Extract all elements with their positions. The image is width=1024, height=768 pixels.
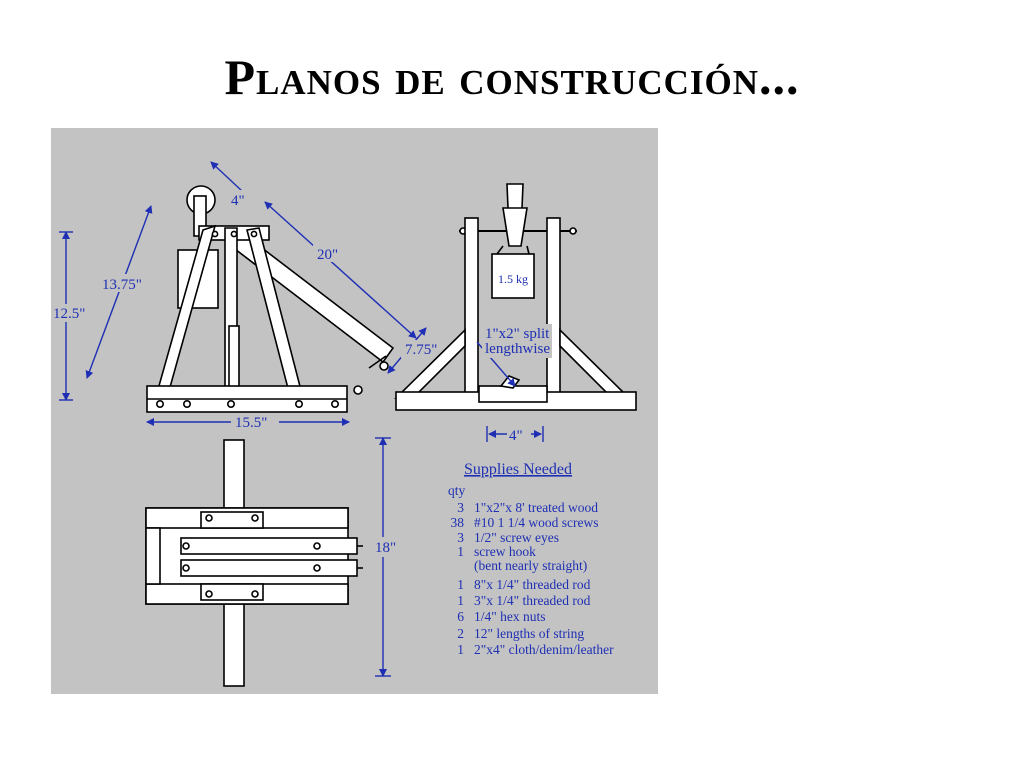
slide-title: Planos de construcción... — [224, 49, 800, 105]
supply-desc: 1/4" hex nuts — [474, 609, 546, 624]
sling-ring — [379, 361, 389, 371]
supply-desc: 3"x 1/4" threaded rod — [474, 593, 591, 608]
supply-desc: 12" lengths of string — [474, 626, 584, 641]
dim-top-length: 18" — [375, 540, 396, 556]
front-counterweight — [491, 253, 535, 299]
supply-qty: 1 — [457, 593, 464, 608]
dim-front-gap: 4" — [509, 428, 523, 444]
supply-qty: 6 — [457, 609, 464, 624]
front-weight-label: 1.5 kg — [498, 272, 528, 286]
front-left-post — [464, 217, 479, 405]
dim-leg-length: 13.75" — [102, 277, 142, 293]
supply-desc: 2"x4" cloth/denim/leather — [474, 642, 614, 657]
supplies-qty-header: qty — [448, 483, 466, 498]
dim-base-width: 15.5" — [235, 415, 267, 431]
supply-qty: 3 — [457, 530, 464, 545]
front-view — [394, 183, 637, 411]
dim-arm-length: 20" — [317, 247, 338, 263]
front-right-post — [546, 217, 561, 405]
split-note-line2: lengthwise — [485, 341, 550, 357]
supplies-heading: Supplies Needed — [464, 461, 572, 478]
supplies-list: Supplies Needed qty 3 1"x2"x 8' treated … — [448, 461, 614, 657]
supply-desc: 8"x 1/4" threaded rod — [474, 577, 591, 592]
dim-height: 12.5" — [53, 306, 85, 322]
supply-qty: 1 — [457, 544, 464, 559]
supply-qty: 1 — [457, 577, 464, 592]
supply-qty: 2 — [457, 626, 464, 641]
supply-qty: 1 — [457, 642, 464, 657]
supply-desc: #10 1 1/4 wood screws — [474, 515, 599, 530]
catapult-plans-diagram: 4" 20" 13.75" 12.5" 7.75" 15.5" — [51, 128, 658, 694]
supply-desc: 1"x2"x 8' treated wood — [474, 500, 598, 515]
supply-qty: 38 — [451, 515, 465, 530]
diagram-background — [51, 128, 658, 694]
dim-sling: 7.75" — [405, 342, 437, 358]
supply-desc: 1/2" screw eyes — [474, 530, 559, 545]
split-note-line1: 1"x2" split — [485, 326, 550, 342]
supply-desc: screw hook — [474, 544, 536, 559]
dim-arm-top: 4" — [231, 193, 245, 209]
top-view — [145, 439, 363, 687]
supply-desc: (bent nearly straight) — [474, 558, 587, 573]
supply-qty: 3 — [457, 500, 464, 515]
